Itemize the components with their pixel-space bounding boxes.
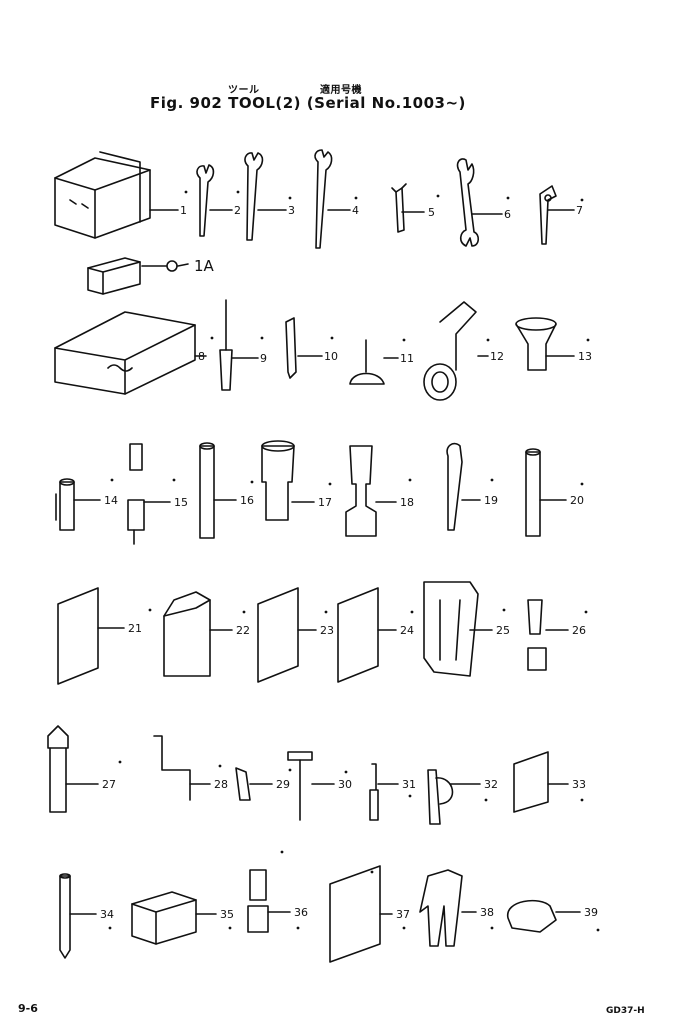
part-label: 10 (324, 350, 338, 363)
pipe-16-drawing (199, 442, 215, 539)
part-label: 5 (428, 206, 435, 219)
part-label: 29 (276, 778, 290, 791)
part-label: 34 (100, 908, 114, 921)
tool-box-drawing (54, 151, 151, 239)
plate-21-drawing (57, 587, 99, 685)
part-label: 17 (318, 496, 332, 509)
part-label: 1A (194, 257, 215, 275)
part-label: 15 (174, 496, 188, 509)
screwdriver-9-drawing (219, 299, 233, 391)
screwdriver-31-drawing (369, 763, 379, 821)
part-label: 13 (578, 350, 592, 363)
socket-18-drawing (345, 445, 377, 537)
pen-34-drawing (59, 873, 71, 959)
pliers-drawing (235, 767, 251, 801)
stand-drawing (423, 581, 479, 677)
part-label: 9 (260, 352, 267, 365)
oil-can-drawing (349, 339, 385, 385)
model-code: GD37-H (606, 1006, 645, 1016)
part-label: 30 (338, 778, 352, 791)
part-label: 28 (214, 778, 228, 791)
toolbox-long-drawing (54, 311, 196, 395)
title-text: TOOL(2) (228, 94, 302, 112)
bracket-22-drawing (163, 591, 211, 677)
part-label: 3 (288, 204, 295, 217)
bar-28-drawing (153, 735, 191, 801)
part-label: 4 (352, 204, 359, 217)
mirror-drawing (513, 751, 549, 813)
part-label: 35 (220, 908, 234, 921)
part-label: 8 (198, 350, 205, 363)
bolt-26-drawing (527, 599, 547, 671)
socket-17-drawing (261, 440, 295, 521)
box-35-drawing (131, 891, 197, 945)
figure-title: Fig. 902 TOOL(2) (Serial No.1003~) ツール 適… (150, 85, 466, 112)
part-label: 7 (576, 204, 583, 217)
part-label: 32 (484, 778, 498, 791)
wrench-3-drawing (244, 152, 264, 241)
feeler-gauge-drawing (427, 769, 454, 825)
wrench-5-drawing (391, 183, 407, 233)
plate-23-drawing (257, 587, 299, 683)
part-label: 18 (400, 496, 414, 509)
plate-24-drawing (337, 587, 379, 683)
part-label: 39 (584, 906, 598, 919)
wrench-2-drawing (196, 164, 215, 237)
part-label: 37 (396, 908, 410, 921)
cap-drawing (507, 899, 557, 933)
part-label: 36 (294, 906, 308, 919)
part-label: 33 (572, 778, 586, 791)
hook-wrench-drawing (446, 442, 463, 531)
crank-handle-drawing (423, 301, 477, 401)
part-label: 24 (400, 624, 414, 637)
part-label: 26 (572, 624, 586, 637)
part-label: 31 (402, 778, 416, 791)
coverall-drawing (419, 869, 463, 947)
bolt-27-drawing (47, 725, 69, 813)
part-label: 12 (490, 350, 504, 363)
serial-range: (Serial No.1003~) (306, 94, 466, 112)
fig-label: Fig. 902 (150, 94, 223, 112)
bar-10-drawing (285, 317, 297, 379)
part-label: 23 (320, 624, 334, 637)
jp-title: ツール (228, 85, 260, 96)
part-label: 38 (480, 906, 494, 919)
part-label: 16 (240, 494, 254, 507)
part-label: 19 (484, 494, 498, 507)
hammer-drawing (287, 751, 313, 821)
part-label: 27 (102, 778, 116, 791)
jp-serial: 適用号機 (320, 85, 362, 96)
part-label: 11 (400, 352, 414, 365)
part-label: 2 (234, 204, 241, 217)
part-label: 21 (128, 622, 142, 635)
socket-13-drawing (515, 317, 557, 371)
page-number: 9-6 (18, 1002, 38, 1015)
plug-15-drawing (127, 443, 145, 545)
case-drawing (87, 257, 178, 295)
part-label: 1 (180, 204, 187, 217)
part-label: 6 (504, 208, 511, 221)
wrench-6-drawing (456, 158, 480, 247)
plate-37-drawing (329, 865, 381, 963)
grease-tube-drawing (55, 478, 75, 531)
marker-dots (108, 190, 600, 932)
part-label: 25 (496, 624, 510, 637)
pipe-20-drawing (525, 448, 541, 537)
wrench-4-drawing (314, 149, 333, 249)
part-label: 20 (570, 494, 584, 507)
adjustable-wrench-drawing (539, 185, 557, 245)
part-label: 14 (104, 494, 118, 507)
plug-36-drawing (247, 869, 269, 933)
part-label: 22 (236, 624, 250, 637)
